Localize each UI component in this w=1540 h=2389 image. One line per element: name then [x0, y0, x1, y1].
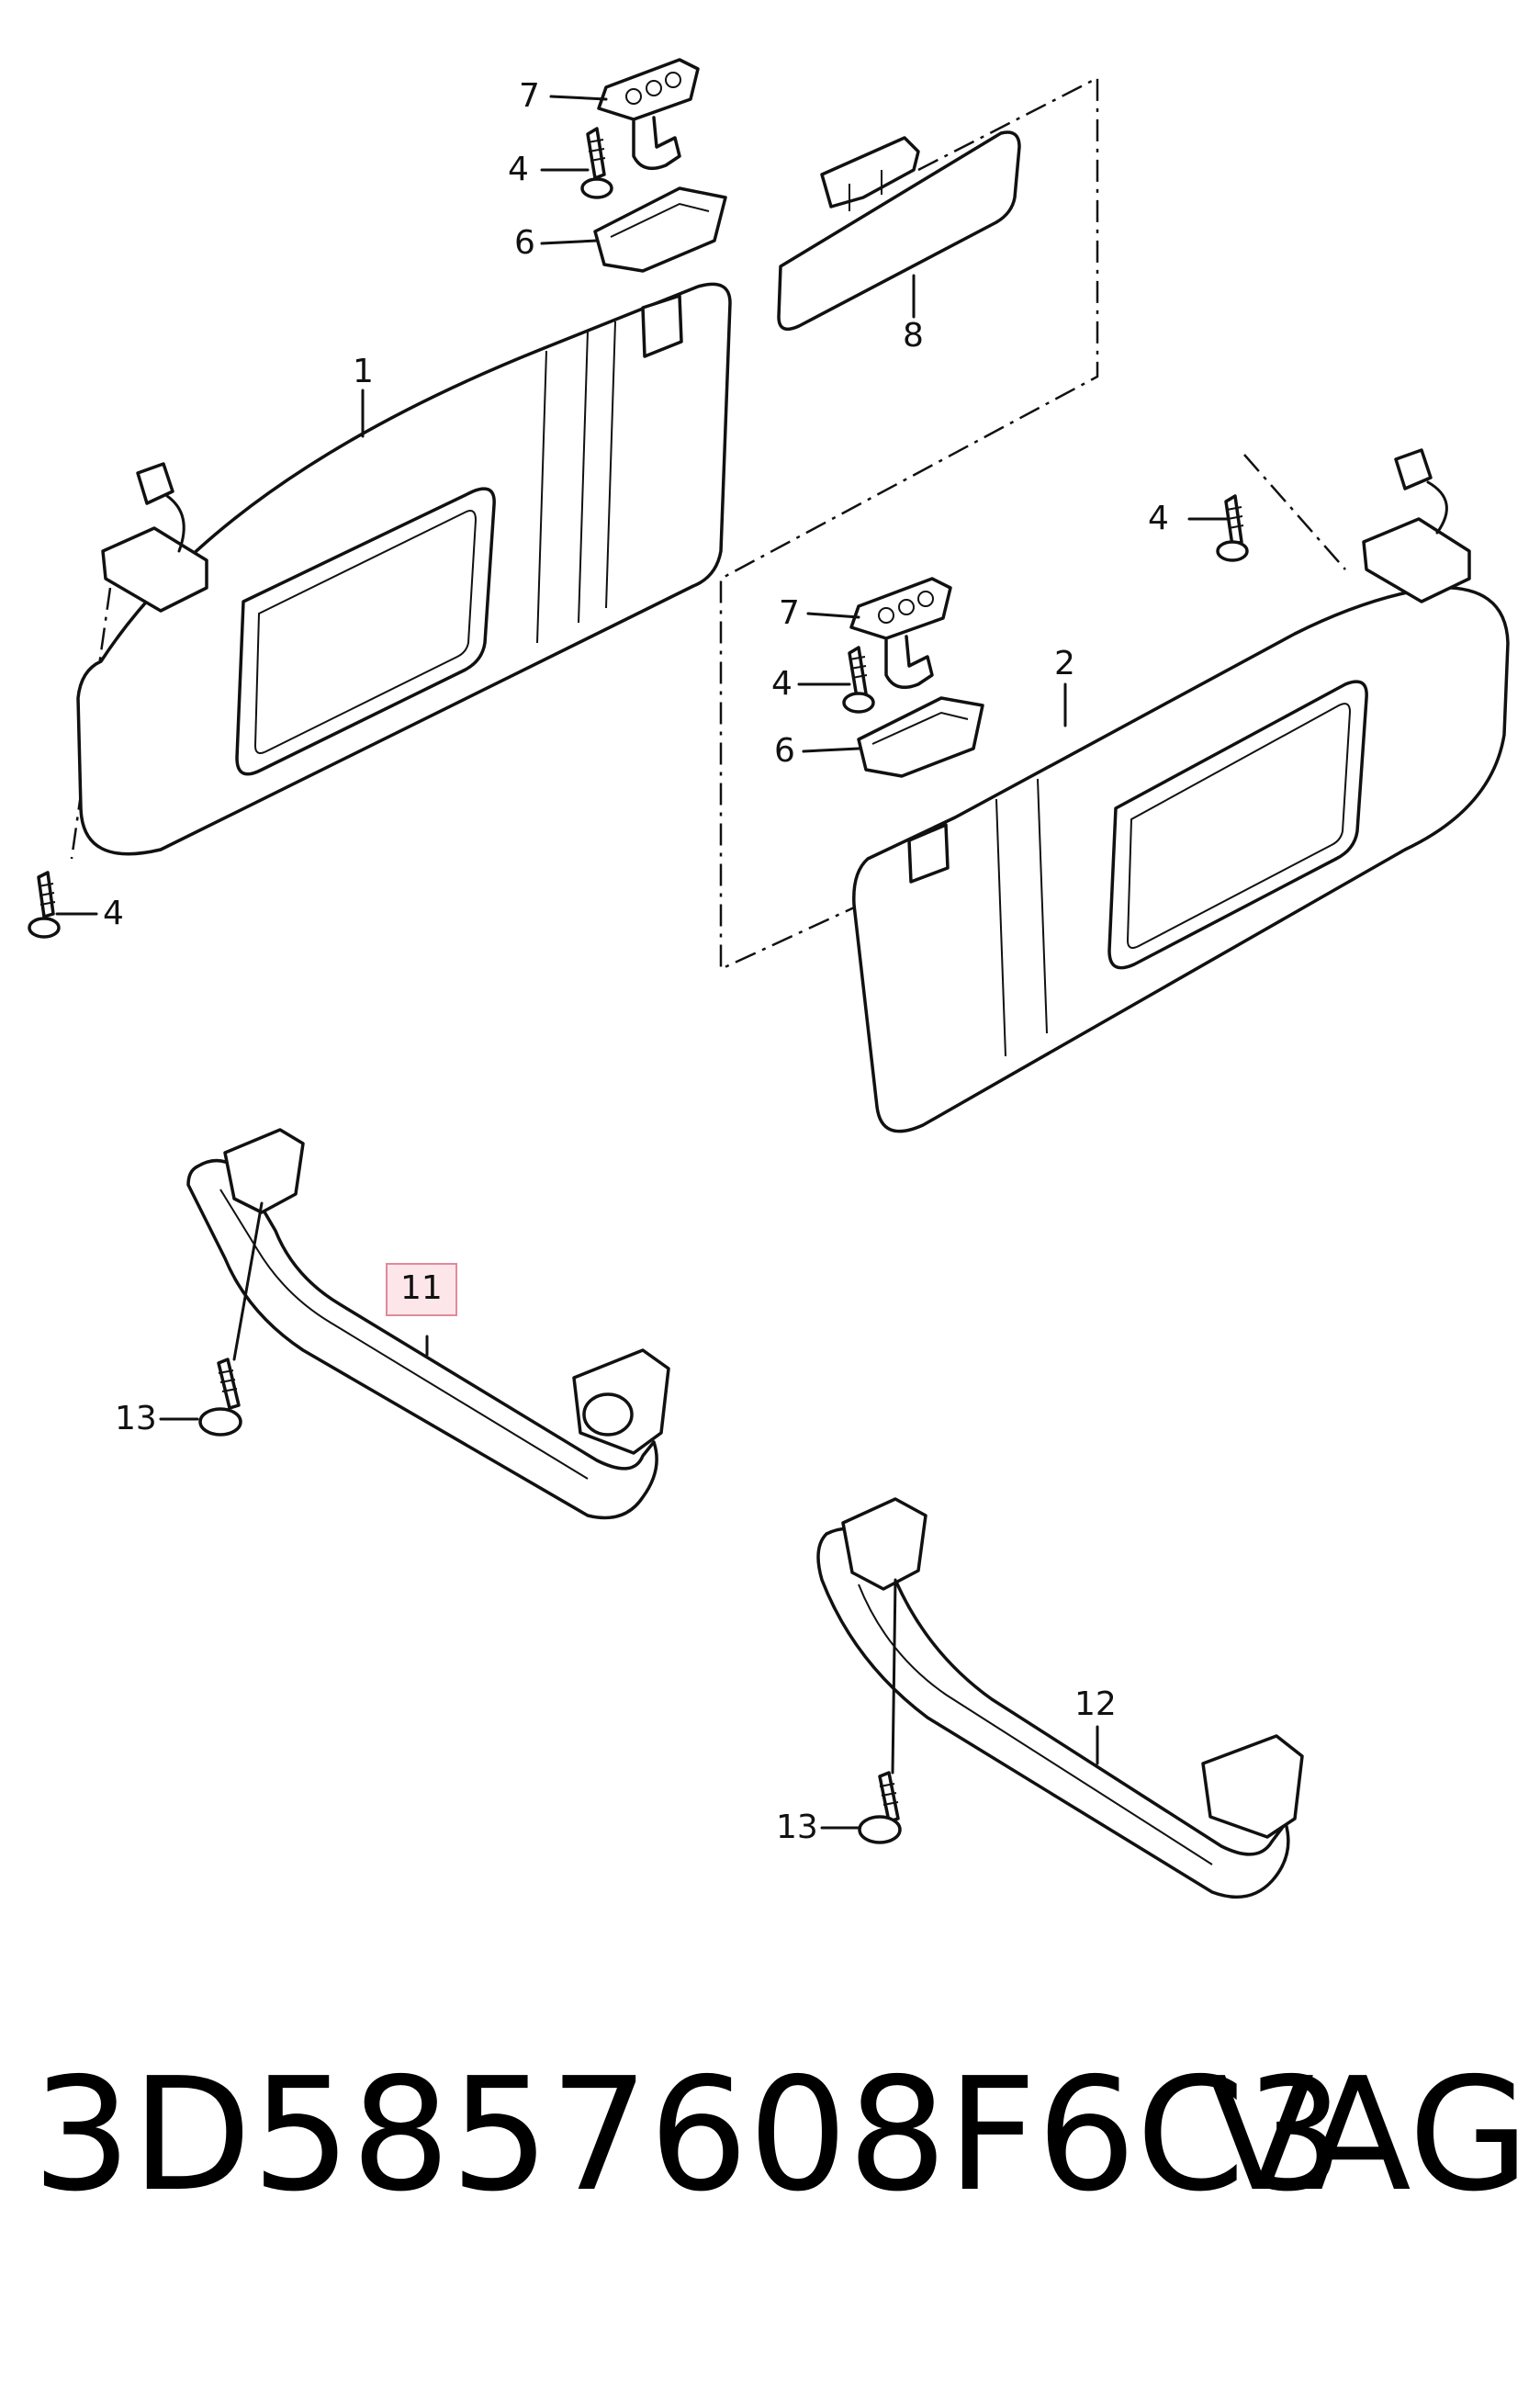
screw-part-4-right: [842, 646, 875, 714]
assembly-dashline-upper: [719, 75, 1099, 971]
callout-6-right: 6: [774, 732, 795, 770]
callout-4-right: 4: [771, 665, 792, 703]
callout-4-top: 4: [508, 151, 529, 188]
bolt-part-13-left: [198, 1201, 264, 1437]
clip-part-7-right: [849, 577, 952, 690]
callout-13-left: 13: [115, 1400, 157, 1437]
callout-1: 1: [353, 353, 374, 390]
screw-part-4-top: [580, 127, 613, 199]
brand-label: VAG: [1208, 2045, 1530, 2226]
callout-4-left: 4: [103, 895, 124, 932]
callout-4-visor2: 4: [1148, 500, 1169, 537]
grab-handle-part-11: [186, 1128, 670, 1520]
holder-part-6-right: [857, 696, 984, 778]
leader-lines: [55, 95, 1231, 1830]
screw-part-4-left: [28, 871, 61, 939]
callout-6-top: 6: [514, 224, 535, 262]
callout-2: 2: [1054, 645, 1075, 682]
callout-12: 12: [1074, 1685, 1117, 1723]
grab-handle-part-12: [816, 1497, 1304, 1899]
clip-part-7-top: [597, 58, 700, 171]
callout-8: 8: [903, 317, 924, 355]
callout-7-top: 7: [519, 77, 540, 115]
screw-part-4-visor2: [1216, 494, 1249, 562]
mirror-cover-part-8: [777, 130, 1021, 332]
holder-part-6-top: [593, 186, 727, 273]
callout-13-right: 13: [776, 1809, 818, 1846]
sun-visor-part-1: [76, 282, 732, 856]
callout-7-right: 7: [779, 594, 800, 632]
assembly-dashline-right: [1243, 454, 1346, 570]
sun-visor-part-2: [852, 448, 1510, 1133]
callout-11-highlighted[interactable]: 11: [386, 1263, 457, 1316]
part-number: 3D5857608F6C3: [32, 2045, 1344, 2226]
bolt-part-13-right: [858, 1578, 902, 1844]
